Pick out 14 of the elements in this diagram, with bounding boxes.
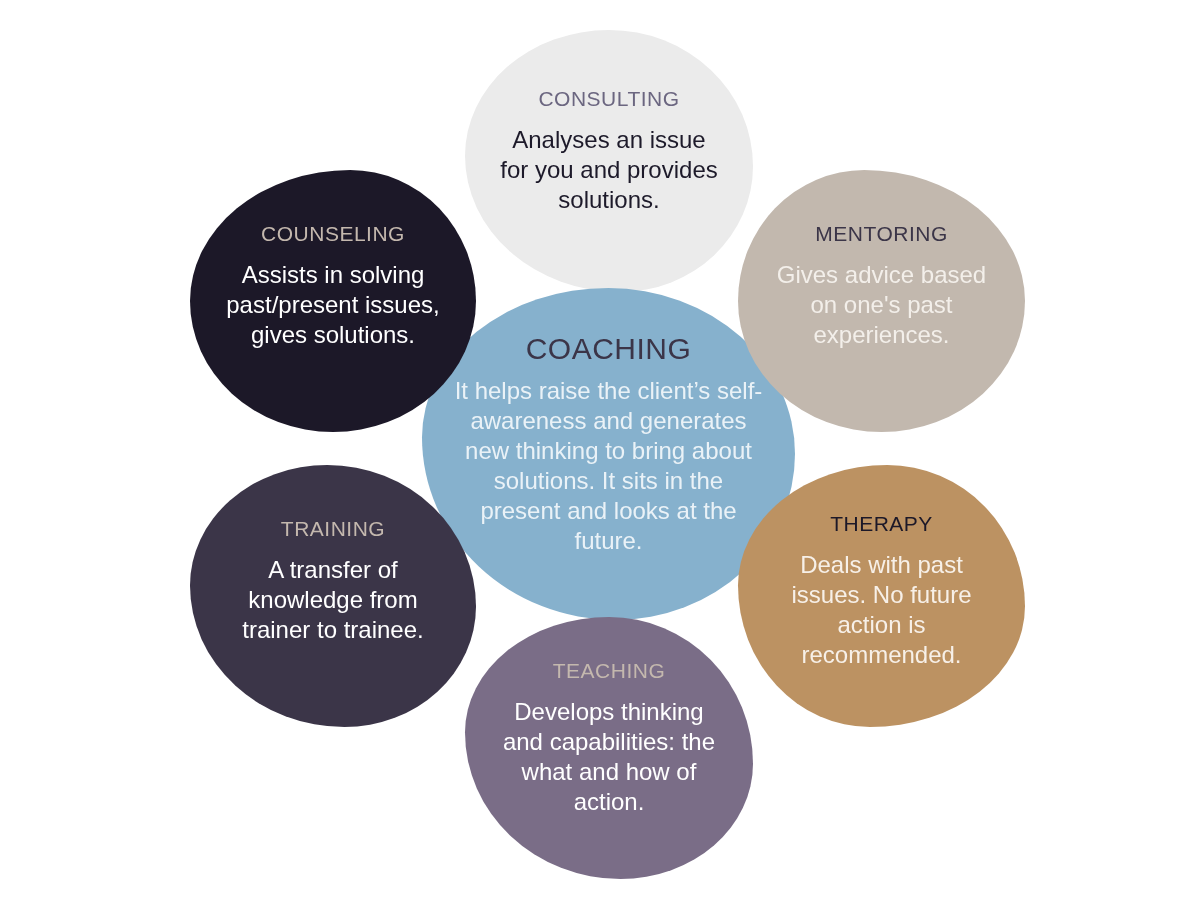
blob-heading: THERAPY (830, 512, 933, 536)
blob-description: Develops thinking and capabilities: the what and how of action. (501, 697, 717, 817)
blob-heading: TRAINING (280, 517, 386, 541)
blob-heading: CONSULTING (538, 87, 680, 111)
blob-description: Gives advice based on one's past experiences. (775, 260, 988, 350)
blob-description: A transfer of knowledge from trainer to trainee. (241, 555, 425, 645)
blob-description: Assists in solving past/present issues, gives solutions. (225, 260, 441, 350)
blob-heading: COACHING (525, 332, 692, 366)
blob-description: Analyses an issue for you and provides solutions. (499, 125, 719, 215)
blob-heading: COUNSELING (261, 222, 405, 246)
blob-heading: MENTORING (815, 222, 948, 246)
blob-heading: TEACHING (552, 659, 666, 683)
blob-description: It helps raise the client’s self-awareness and generates new thinking to bring about solutions. It sits in the present and looks at the future. (453, 376, 764, 556)
blob-description: Deals with past issues. No future action is recommended. (790, 550, 973, 670)
